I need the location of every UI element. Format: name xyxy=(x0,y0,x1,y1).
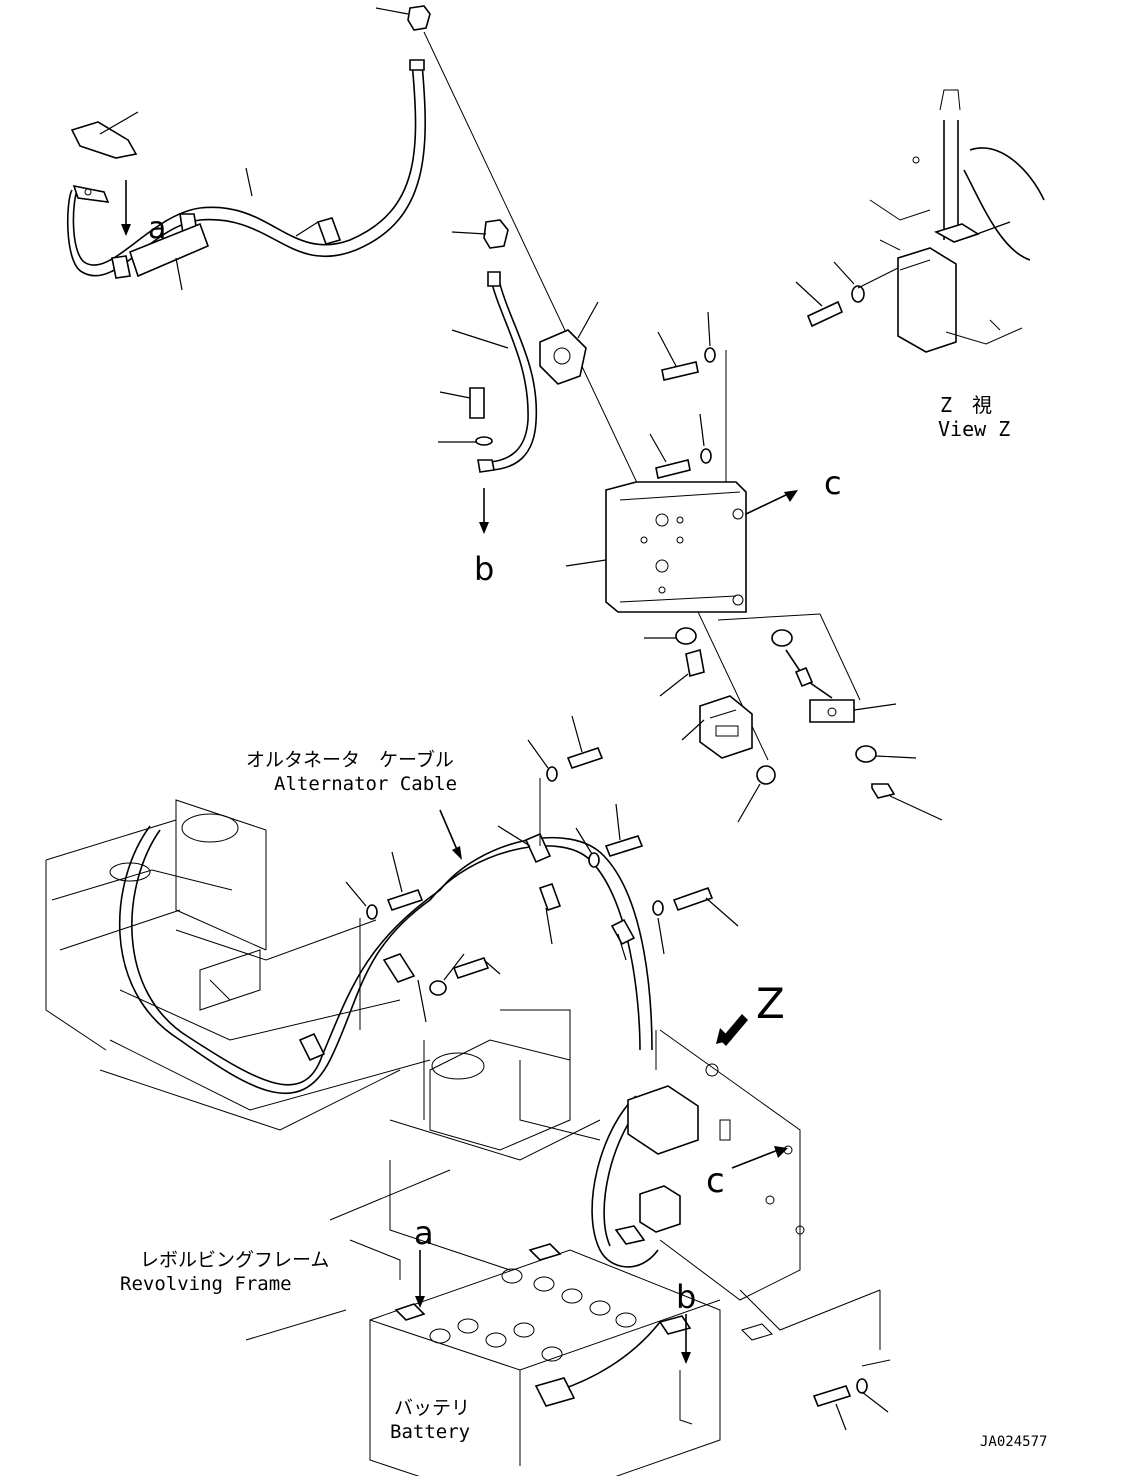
view-z-detail xyxy=(795,89,1045,353)
callout-b-bottom: b xyxy=(676,1278,696,1316)
mounting-bracket xyxy=(565,481,798,613)
relay-parts xyxy=(644,613,861,823)
callout-b-top: b xyxy=(474,550,494,588)
callout-z: Z xyxy=(756,979,785,1028)
ground-cable xyxy=(771,629,943,821)
revolving-frame-en-label: Revolving Frame xyxy=(120,1273,292,1295)
guide-line xyxy=(423,31,769,761)
revolving-frame-drawing xyxy=(45,715,891,1476)
view-z-en-label: View Z xyxy=(938,417,1010,441)
battery-en-label: Battery xyxy=(390,1421,470,1443)
alternator-cable-jp-label: オルタネータ ケーブル xyxy=(246,748,454,771)
callout-c-bottom: c xyxy=(706,1161,725,1201)
cable-assembly-a xyxy=(66,5,431,291)
view-z-jp-label: Z 視 xyxy=(940,393,992,417)
battery-jp-label: バッテリ xyxy=(394,1397,470,1419)
callout-a-top: a xyxy=(148,211,166,246)
alternator-cable-en-label: Alternator Cable xyxy=(274,773,457,795)
callout-c-top: c xyxy=(824,464,842,502)
cable-assembly-b xyxy=(438,219,538,534)
drawing-id: JA024577 xyxy=(980,1434,1047,1450)
battery-relay-connector xyxy=(539,301,599,385)
callout-a-bottom: a xyxy=(414,1214,434,1252)
revolving-frame-jp-label: レボルビングフレーム xyxy=(140,1249,329,1271)
